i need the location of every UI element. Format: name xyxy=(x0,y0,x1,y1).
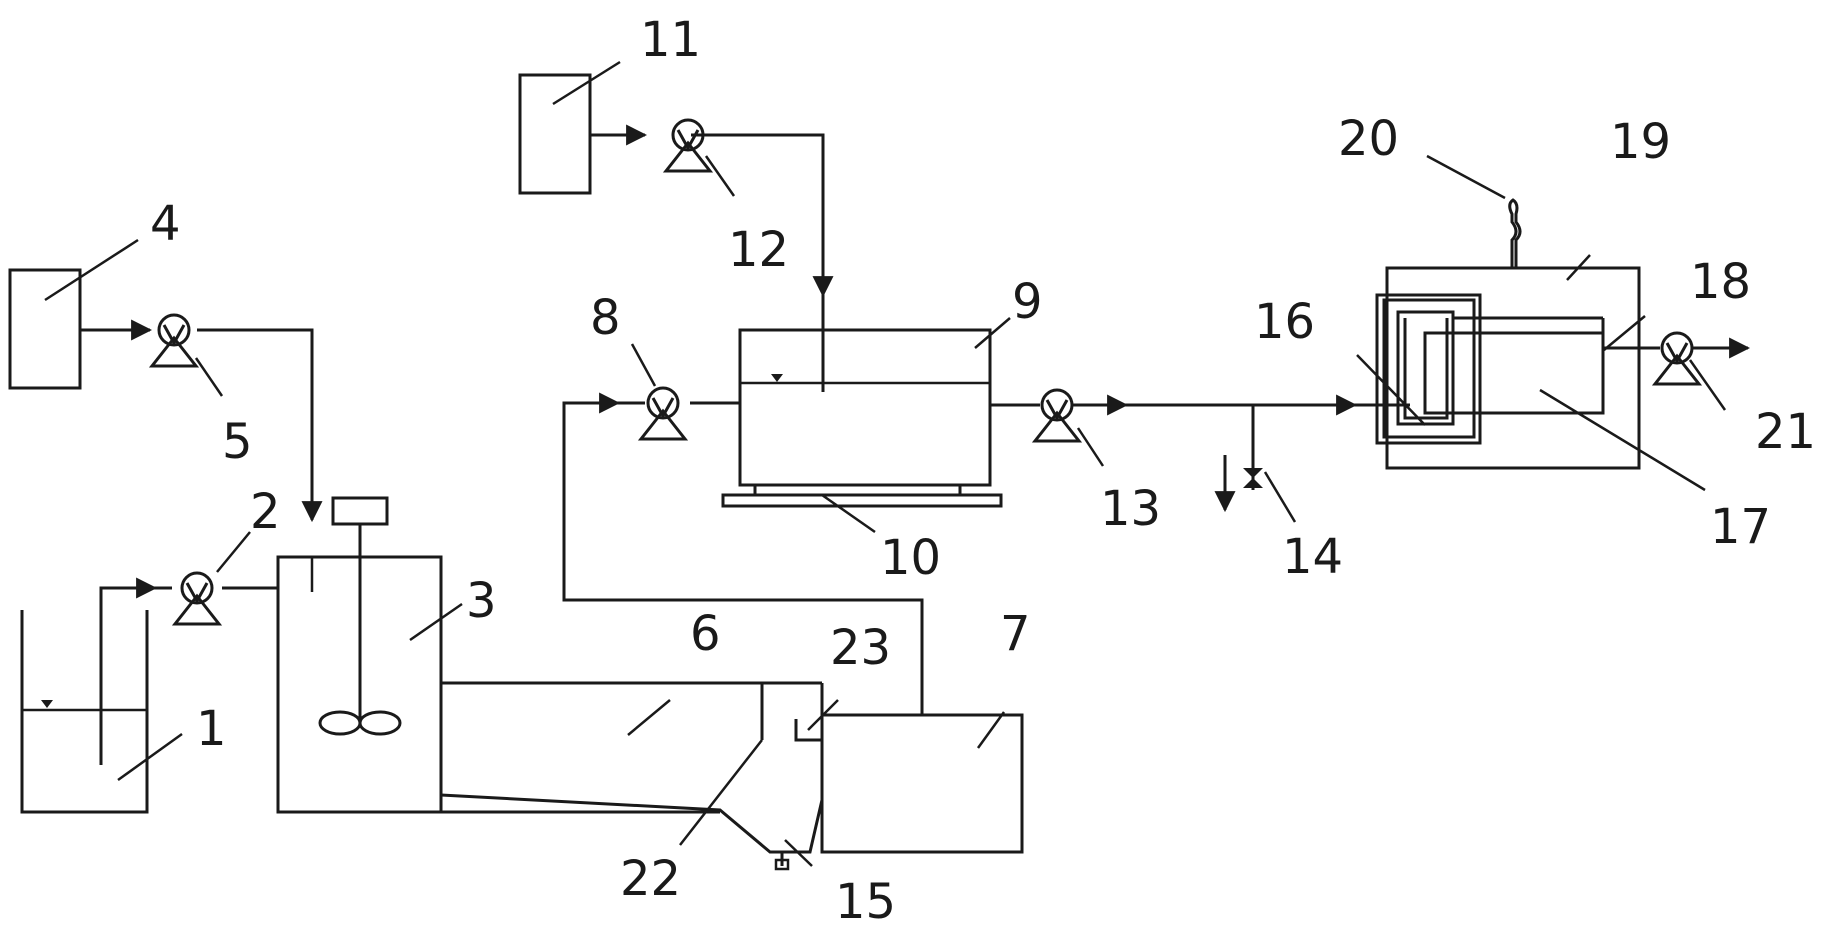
label-6: 6 xyxy=(690,606,721,662)
pump-2 xyxy=(171,571,223,626)
label-20: 20 xyxy=(1338,111,1399,167)
reagent-tank-4 xyxy=(8,268,82,390)
pump-21 xyxy=(1651,331,1703,386)
label-23: 23 xyxy=(830,620,891,676)
label-13: 13 xyxy=(1100,481,1161,537)
heating-plate-10 xyxy=(721,485,1003,508)
pump-5 xyxy=(148,313,200,368)
label-22: 22 xyxy=(620,851,681,907)
label-7: 7 xyxy=(1000,606,1031,662)
label-1: 1 xyxy=(196,701,227,757)
reagent-tank-11 xyxy=(518,73,592,195)
label-3: 3 xyxy=(466,573,497,629)
electrode-assembly-16 xyxy=(1375,293,1482,445)
label-21: 21 xyxy=(1755,404,1816,460)
intermediate-tank-7 xyxy=(820,713,1024,854)
label-17: 17 xyxy=(1710,499,1771,555)
pump-8 xyxy=(637,386,689,441)
water-level-icon xyxy=(771,374,783,382)
reaction-tank-9 xyxy=(738,328,992,487)
label-11: 11 xyxy=(640,12,701,68)
labels: 1 2 3 4 5 6 7 8 9 10 11 12 13 14 15 16 1… xyxy=(150,12,1816,929)
pipe-12-9 xyxy=(691,133,834,298)
label-19: 19 xyxy=(1610,114,1671,170)
weir-23 xyxy=(794,719,822,742)
label-16: 16 xyxy=(1254,294,1315,350)
pipe-5-3 xyxy=(197,328,323,523)
label-12: 12 xyxy=(728,222,789,278)
label-4: 4 xyxy=(150,196,181,252)
sampling-valve-14 xyxy=(1214,405,1263,513)
label-9: 9 xyxy=(1012,274,1043,330)
label-15: 15 xyxy=(835,874,896,929)
stirrer-icon xyxy=(318,496,402,736)
pump-12 xyxy=(662,118,714,173)
label-10: 10 xyxy=(880,530,941,586)
thermometer-20 xyxy=(1508,198,1522,268)
raw-water-tank xyxy=(20,610,149,814)
leader-lines xyxy=(44,60,1727,867)
label-18: 18 xyxy=(1690,254,1751,310)
water-level-icon xyxy=(41,700,53,708)
settling-tank-6 xyxy=(440,681,824,871)
label-5: 5 xyxy=(222,414,253,470)
label-14: 14 xyxy=(1282,529,1343,585)
valve-icon xyxy=(1243,468,1263,478)
label-2: 2 xyxy=(250,484,281,540)
label-8: 8 xyxy=(590,290,621,346)
intake-pipe xyxy=(99,586,172,765)
pump-13 xyxy=(1031,388,1083,443)
